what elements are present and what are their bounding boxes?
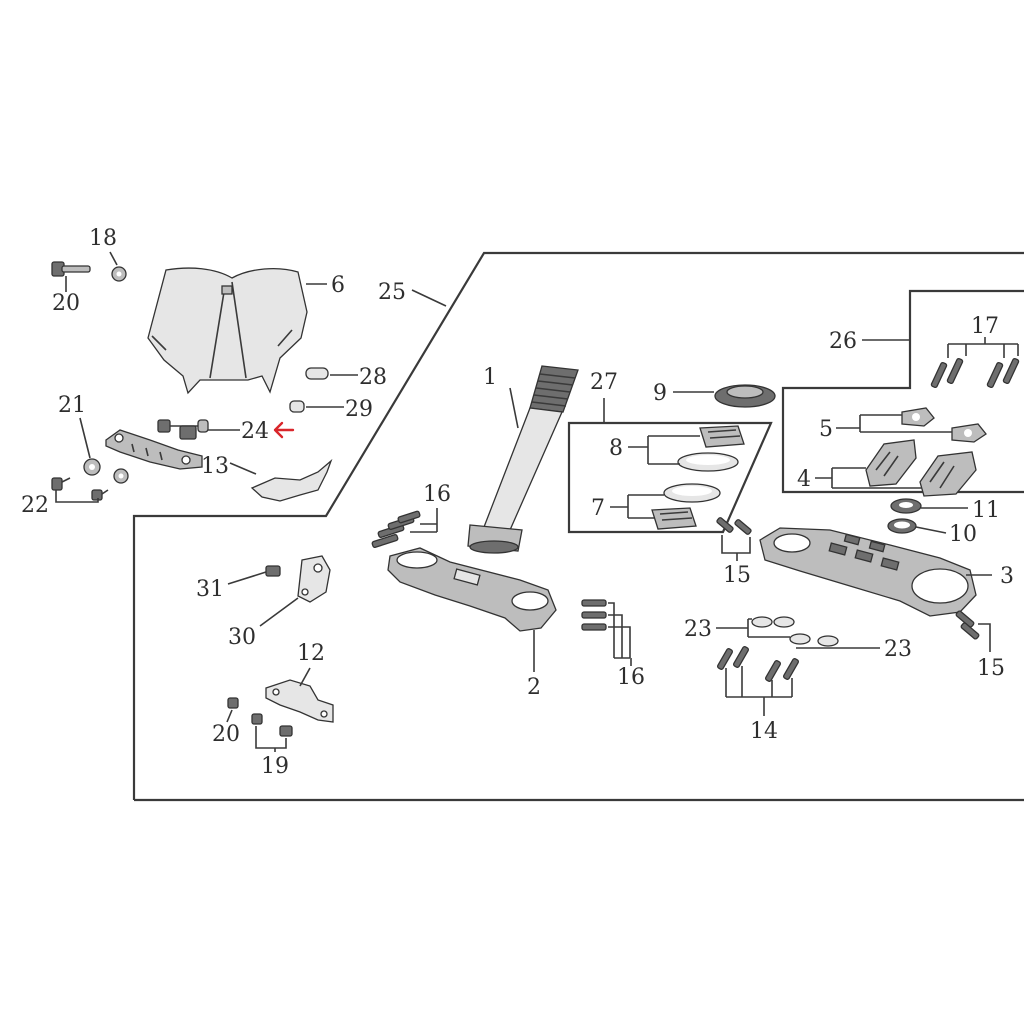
callout-11: 11 (972, 498, 1000, 523)
callout-21: 21 (58, 393, 86, 418)
bolts-15-middle (716, 517, 752, 535)
callout-15-middle: 15 (723, 563, 751, 588)
callout-8: 8 (609, 436, 623, 461)
group-frames (132, 251, 1024, 802)
callout-7: 7 (591, 496, 605, 521)
bolts-17 (930, 357, 1020, 389)
callout-22: 22 (21, 493, 49, 518)
bearing-8 (677, 425, 745, 472)
clip-24 (157, 419, 209, 440)
callout-16-upper: 16 (423, 482, 451, 507)
callout-27: 27 (590, 370, 618, 395)
callout-29: 29 (345, 397, 373, 422)
callout-3: 3 (1000, 564, 1014, 589)
handlebar-clamp-5 (901, 407, 987, 443)
bolt-20-top (51, 261, 91, 277)
callout-6: 6 (331, 273, 345, 298)
nut-18 (111, 266, 127, 282)
callout-20-top: 20 (52, 291, 80, 316)
washers-21 (83, 458, 129, 484)
bolts-14 (716, 646, 800, 682)
bracket-13 (105, 429, 203, 470)
callout-2: 2 (527, 675, 541, 700)
callout-28: 28 (359, 365, 387, 390)
callout-1: 1 (483, 365, 497, 390)
callout-5: 5 (819, 417, 833, 442)
dust-cap-9 (714, 384, 776, 408)
callout-15-right: 15 (977, 656, 1005, 681)
callout-30: 30 (228, 625, 256, 650)
callout-26: 26 (829, 329, 857, 354)
callout-12: 12 (297, 641, 325, 666)
callout-31: 31 (196, 577, 224, 602)
callout-4: 4 (797, 467, 811, 492)
frame-group-26 (781, 289, 1024, 494)
red-arrow-icon (273, 421, 295, 439)
callout-17: 17 (971, 314, 999, 339)
caps-23 (751, 616, 839, 647)
upper-triple-clamp-3 (759, 527, 977, 617)
washer-10 (887, 518, 917, 534)
callout-16-lower: 16 (617, 665, 645, 690)
bolt-20-bottom (227, 697, 239, 709)
frame-group-25 (132, 251, 1024, 800)
lower-triple-clamp-2 (387, 547, 557, 632)
steering-stem-1 (467, 365, 579, 554)
callout-23-right: 23 (884, 637, 912, 662)
frame-group-27 (567, 421, 773, 534)
bolts-19 (251, 713, 293, 737)
callout-14: 14 (750, 719, 778, 744)
callout-10: 10 (949, 522, 977, 547)
callout-20-bottom: 20 (212, 722, 240, 747)
fairing-13 (250, 458, 333, 502)
callout-25: 25 (378, 280, 406, 305)
callout-labels: 18 20 6 25 28 29 24 21 13 22 1 27 9 26 1… (21, 226, 1014, 779)
callout-19: 19 (261, 754, 289, 779)
bolts-15-right (955, 610, 980, 640)
pin-28 (305, 367, 329, 380)
bolts-16-upper (371, 510, 421, 549)
bolts-16-lower (581, 599, 607, 631)
bolts-22 (51, 477, 109, 501)
callout-9: 9 (653, 381, 667, 406)
windshield-6 (147, 267, 308, 395)
bolt-31 (265, 565, 281, 577)
bracket-12 (265, 679, 334, 723)
bearing-7 (651, 483, 721, 530)
bracket-30 (297, 555, 331, 603)
callout-18: 18 (89, 226, 117, 251)
callout-24: 24 (241, 419, 269, 444)
callout-13: 13 (201, 454, 229, 479)
leader-lines (55, 251, 1019, 752)
parts (51, 261, 1020, 737)
nut-11 (890, 498, 922, 514)
rubber-pads-4 (865, 439, 977, 497)
callout-23-left: 23 (684, 617, 712, 642)
clip-29 (289, 400, 305, 413)
